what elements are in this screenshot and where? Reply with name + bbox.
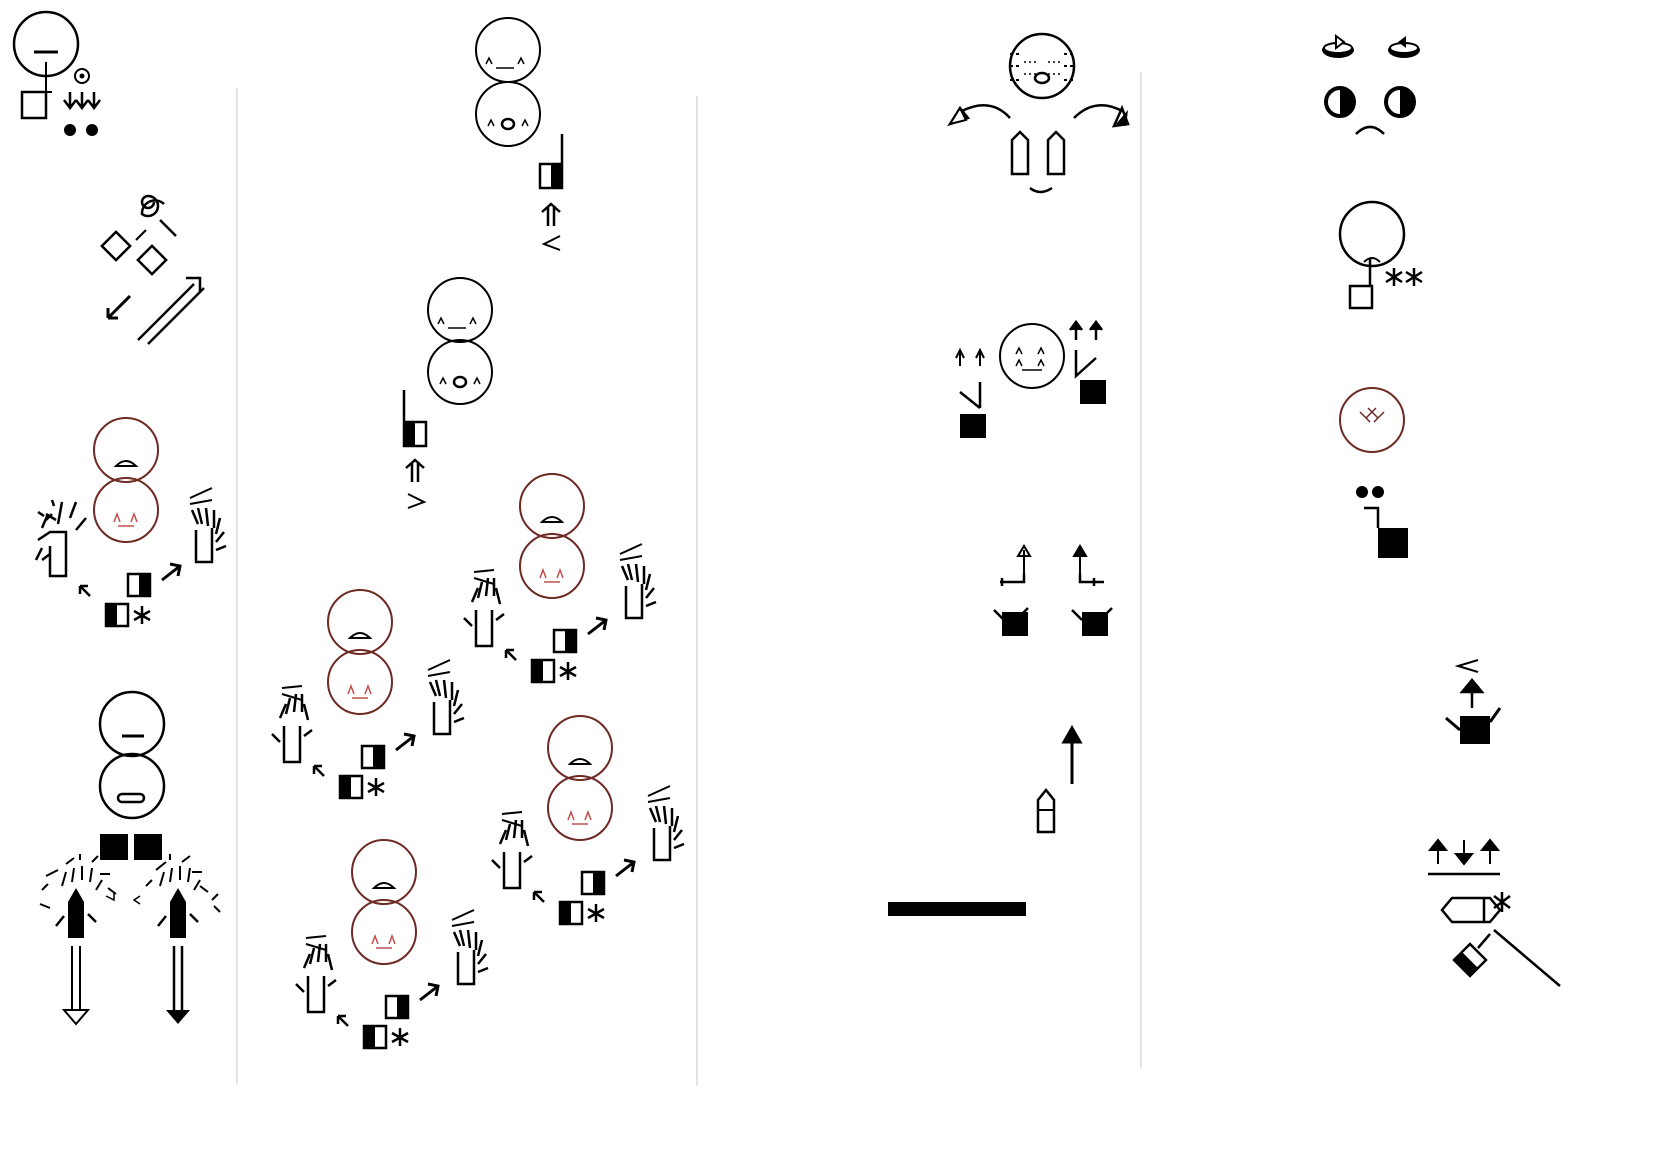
sign-face-hand-asterisks	[1334, 196, 1434, 316]
sign-face-curved-arrows	[940, 24, 1140, 204]
sign-black-bar	[888, 902, 1026, 916]
sign-arrows-pencil	[1424, 834, 1564, 994]
sign-face-black-hands	[952, 310, 1106, 438]
sign-index-up-arrow	[1028, 722, 1098, 842]
sign-red-face-hands-d	[292, 836, 492, 1056]
sign-hand-up-arrow	[1440, 652, 1510, 744]
column-separator	[236, 88, 238, 1084]
sign-face-two-hands-down	[36, 690, 232, 1030]
sign-red-face-hands-a	[460, 470, 660, 690]
sign-red-face-hands-b	[268, 586, 468, 806]
sign-diamonds-spiral	[100, 190, 210, 348]
sign-red-face-dots	[1334, 384, 1408, 558]
sign-two-hands-arrows	[988, 538, 1120, 636]
sign-stacked-faces-2	[398, 272, 508, 512]
sign-eyes-face	[1322, 28, 1420, 148]
column-separator	[696, 96, 698, 1086]
column-separator	[1140, 72, 1142, 1068]
sign-red-face-hands-c	[488, 712, 688, 932]
sign-stacked-faces-1	[468, 14, 578, 254]
sign-head-hand-dots	[6, 6, 110, 136]
sign-red-face-hands	[30, 414, 230, 634]
